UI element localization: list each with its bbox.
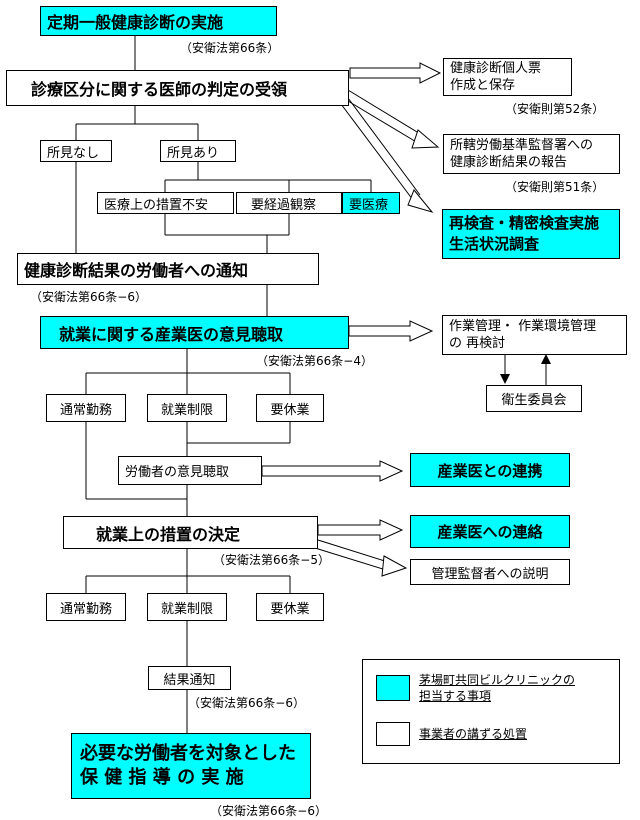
reexam-line-2: 生活状況調査	[449, 235, 540, 253]
explain-box: 管理監督者への説明	[410, 559, 570, 585]
law-note-66-5: （安衛法第66条−5）	[213, 553, 330, 567]
report-box: 所轄労働基準監督署への 健康診断結果の報告	[443, 134, 620, 174]
record-line-1: 健康診断個人票	[450, 61, 542, 76]
guidance-line-2: 保 健 指 導 の 実 施	[80, 767, 244, 788]
reexam-line-1: 再検査・精密検査実施	[449, 214, 600, 232]
observation-box: 要経過観察	[236, 192, 342, 214]
measure-unstable-box: 医療上の措置不安	[97, 192, 234, 214]
legend-clinic-line-2: 担当する事項	[419, 689, 492, 703]
decision-box: 就業上の措置の決定	[63, 516, 318, 549]
legend-clinic-label: 茅場町共同ビルクリニックの 担当する事項	[419, 672, 575, 704]
record-line-2: 作成と保存	[450, 78, 516, 93]
reexam-box: 再検査・精密検査実施 生活状況調査	[442, 209, 620, 259]
legend-swatch-clinic	[376, 675, 410, 701]
normal-work-box-2: 通常勤務	[46, 593, 126, 621]
management-line-2: の 再検討	[449, 336, 506, 351]
legend-employer-label: 事業者の講ずる処置	[419, 727, 528, 741]
no-finding-box: 所見なし	[40, 140, 112, 162]
notify-worker-box: 健康診断結果の労働者への通知	[17, 253, 319, 285]
work-limit-box-1: 就業制限	[147, 394, 227, 422]
law-note-66: （安衛法第66条）	[180, 41, 280, 55]
rest-box-2: 要休業	[256, 593, 324, 621]
committee-box: 衛生委員会	[486, 385, 582, 412]
law-note-66-6a: （安衛法第66条−6）	[30, 290, 147, 304]
rest-box-1: 要休業	[256, 394, 324, 422]
coop-box: 産業医との連携	[410, 453, 570, 487]
hearing-box: 就業に関する産業医の意見聴取	[40, 316, 349, 349]
guidance-box: 必要な労働者を対象とした 保 健 指 導 の 実 施	[71, 733, 311, 799]
management-box: 作業管理・ 作業環境管理 の 再検討	[442, 315, 627, 355]
rule-note-51: （安衛則第51条）	[505, 180, 605, 194]
worker-opinion-box: 労働者の意見聴取	[118, 456, 262, 485]
treatment-box: 要医療	[342, 192, 400, 214]
legend: 茅場町共同ビルクリニックの 担当する事項 事業者の講ずる処置	[362, 659, 620, 764]
judgment-box: 診療区分に関する医師の判定の受領	[6, 70, 349, 106]
law-note-66-4: （安衛法第66条−4）	[256, 354, 373, 368]
result-notice-box: 結果通知	[148, 666, 231, 690]
guidance-line-1: 必要な労働者を対象とした	[80, 743, 296, 764]
rule-note-52: （安衛則第52条）	[505, 102, 605, 116]
report-line-1: 所轄労働基準監督署への	[450, 138, 594, 153]
record-box: 健康診断個人票 作成と保存	[443, 58, 572, 96]
finding-box: 所見あり	[160, 140, 236, 162]
law-note-66-6c: （安衛法第66条−6）	[210, 804, 327, 818]
law-note-66-6b: （安衛法第66条−6）	[188, 696, 305, 710]
normal-work-box-1: 通常勤務	[46, 394, 126, 422]
report-line-2: 健康診断結果の報告	[450, 155, 568, 170]
management-line-1: 作業管理・ 作業環境管理	[449, 319, 597, 334]
legend-clinic-line-1: 茅場町共同ビルクリニックの	[419, 673, 576, 687]
legend-swatch-employer	[376, 722, 410, 746]
work-limit-box-2: 就業制限	[147, 593, 227, 621]
exam-box: 定期一般健康診断の実施	[40, 6, 277, 36]
contact-box: 産業医への連絡	[410, 515, 570, 548]
